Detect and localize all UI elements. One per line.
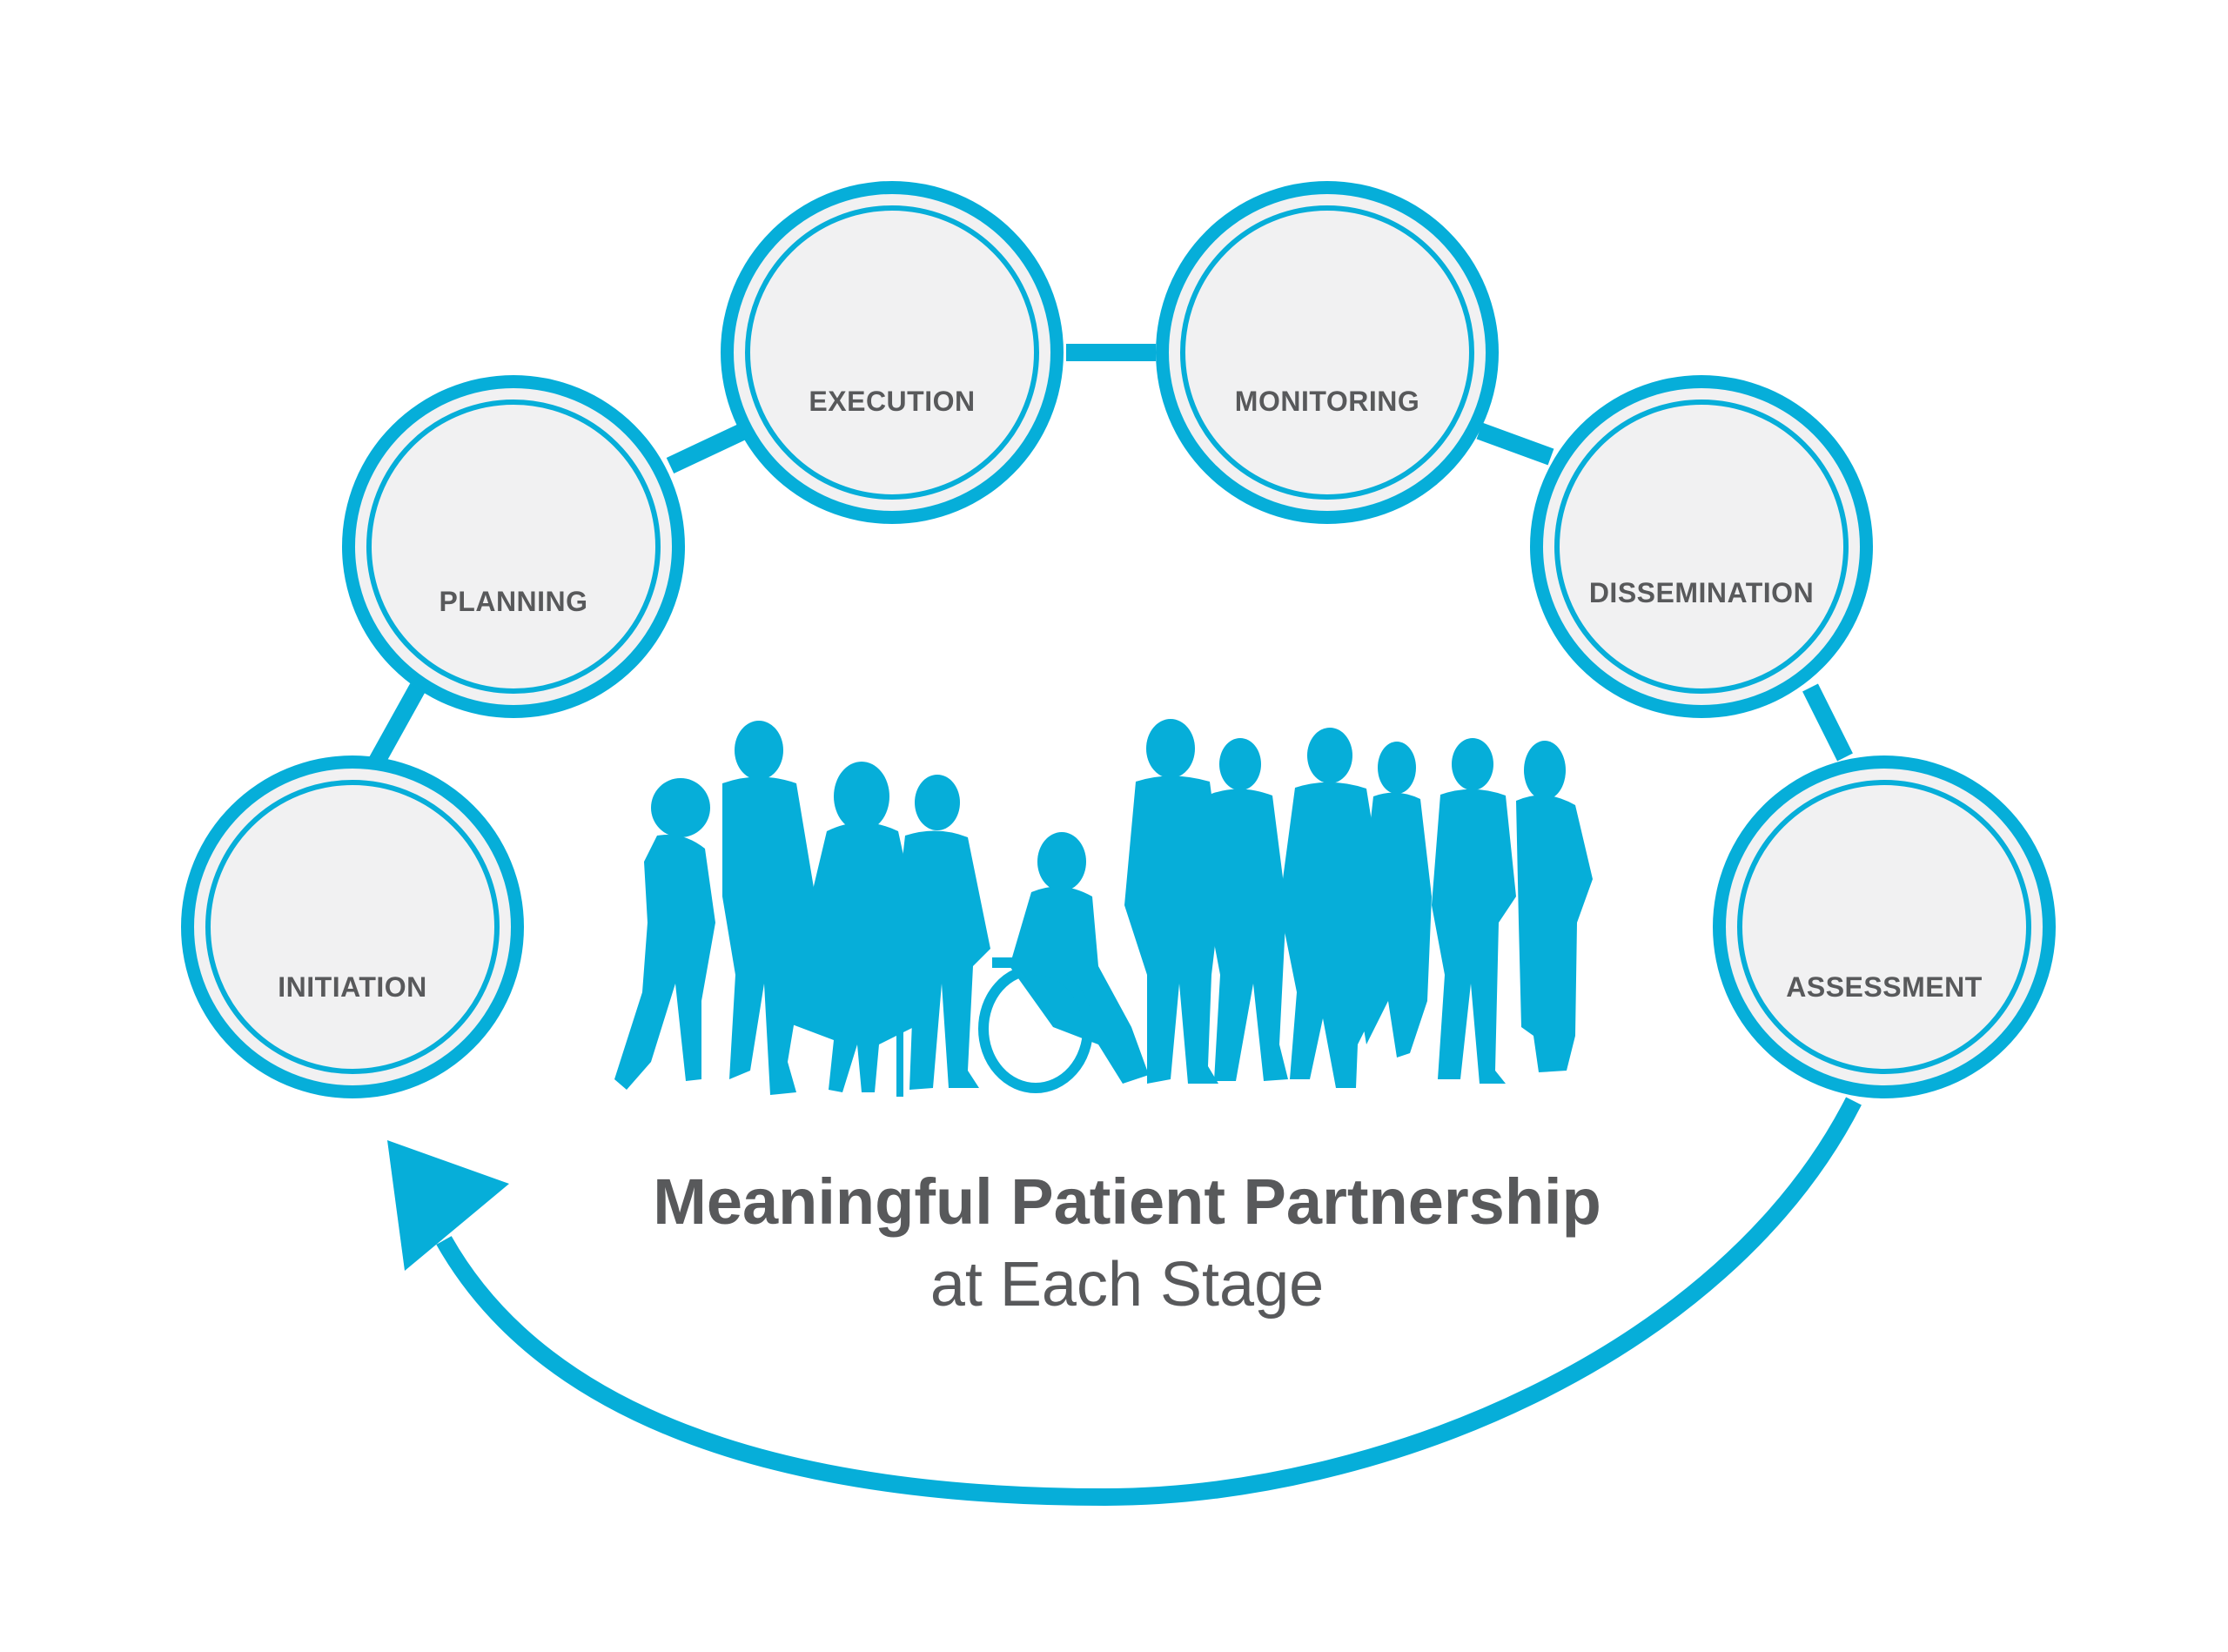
stage-inner-circle: [205, 780, 500, 1074]
stage-connectors: [366, 344, 1853, 770]
return-arrow-head: [387, 1140, 509, 1271]
stage-execution: EXECUTION: [721, 181, 1064, 524]
person-figure: [1205, 738, 1288, 1081]
people-silhouette-group-icon: [614, 719, 1593, 1097]
connector-initiation-planning: [366, 683, 426, 770]
stage-planning: PLANNING: [342, 375, 685, 718]
stage-label-dissemination: DISSEMINATION: [1589, 577, 1814, 608]
person-figure: [1432, 738, 1516, 1084]
stage-monitoring: MONITORING: [1156, 181, 1499, 524]
title-line-1: Meaningful Patient Partnership: [653, 1165, 1601, 1238]
person-figure: [896, 775, 990, 1097]
stage-inner-circle: [1554, 400, 1849, 694]
person-figure: [722, 721, 814, 1095]
stage-inner-circle: [1180, 205, 1474, 500]
person-figure: [1516, 741, 1593, 1072]
person-figure: [1124, 719, 1223, 1084]
stage-initiation: INITIATION: [181, 755, 524, 1098]
connector-monitoring-dissemination: [1476, 422, 1554, 466]
stage-label-execution: EXECUTION: [809, 386, 975, 417]
connector-dissemination-assessment: [1802, 683, 1853, 762]
stage-inner-circle: [1737, 780, 2031, 1074]
person-figure: [614, 778, 715, 1090]
stage-label-monitoring: MONITORING: [1235, 386, 1419, 417]
cycle-return-arrow-icon: [387, 1097, 1862, 1507]
stage-label-initiation: INITIATION: [278, 971, 427, 1003]
stage-assessment: ASSESSMENT: [1713, 755, 2056, 1098]
stage-label-planning: PLANNING: [439, 586, 587, 617]
person-figure: [788, 762, 923, 1092]
person-figure: [1358, 742, 1432, 1058]
person-wheelchair-figure: [978, 832, 1149, 1093]
stage-inner-circle: [366, 400, 661, 694]
stage-circles: INITIATION PLANNING EXECUTION MONITORING…: [181, 181, 2056, 1098]
stage-dissemination: DISSEMINATION: [1530, 375, 1873, 718]
person-figure: [1279, 728, 1384, 1088]
return-arrow-curve: [436, 1097, 1862, 1507]
title-line-2: at Each Stage: [930, 1250, 1324, 1320]
diagram-title: Meaningful Patient Partnership at Each S…: [653, 1165, 1601, 1320]
stage-label-assessment: ASSESSMENT: [1786, 971, 1982, 1003]
stage-inner-circle: [745, 205, 1039, 500]
connector-planning-execution: [666, 422, 748, 474]
